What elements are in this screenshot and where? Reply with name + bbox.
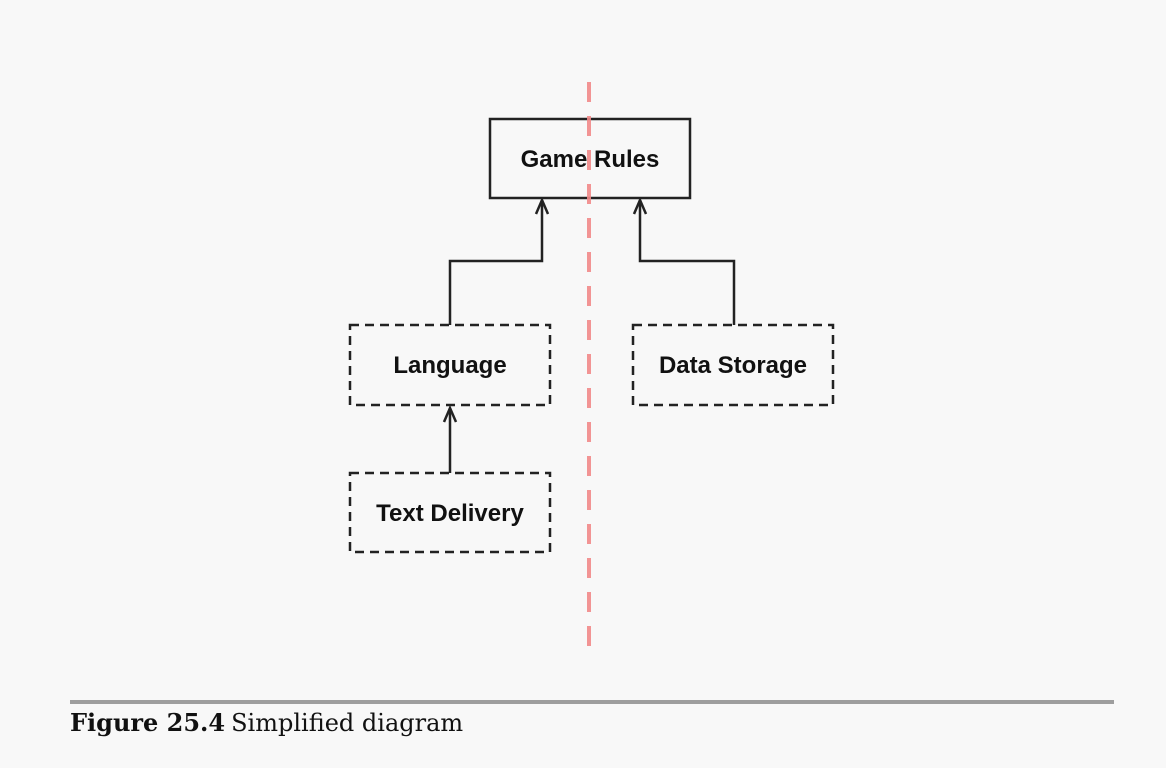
caption-rule <box>70 700 1114 704</box>
node-language-box <box>348 323 552 407</box>
node-language-label: Language <box>393 352 506 379</box>
architecture-diagram: Game Rules Language Data Storage Text De… <box>348 82 835 648</box>
node-language: Language <box>348 323 552 407</box>
figure-caption-text: Simplified diagram <box>231 709 464 737</box>
arrowhead-language-to-game-rules <box>534 196 550 215</box>
arrowhead-data-storage-to-game-rules <box>632 196 648 215</box>
edges <box>442 196 736 473</box>
node-data-storage: Data Storage <box>631 323 835 407</box>
node-data-storage-label: Data Storage <box>659 352 807 379</box>
arrowhead-text-delivery-to-language <box>442 404 458 423</box>
edge-language-to-game-rules <box>448 200 544 325</box>
node-text-delivery-label: Text Delivery <box>376 500 524 527</box>
figure-number: Figure 25.4 <box>70 708 226 737</box>
node-text-delivery-box <box>348 471 552 554</box>
node-text-delivery: Text Delivery <box>348 471 552 554</box>
node-data-storage-box <box>631 323 835 407</box>
edge-data-storage-to-game-rules <box>638 200 736 325</box>
